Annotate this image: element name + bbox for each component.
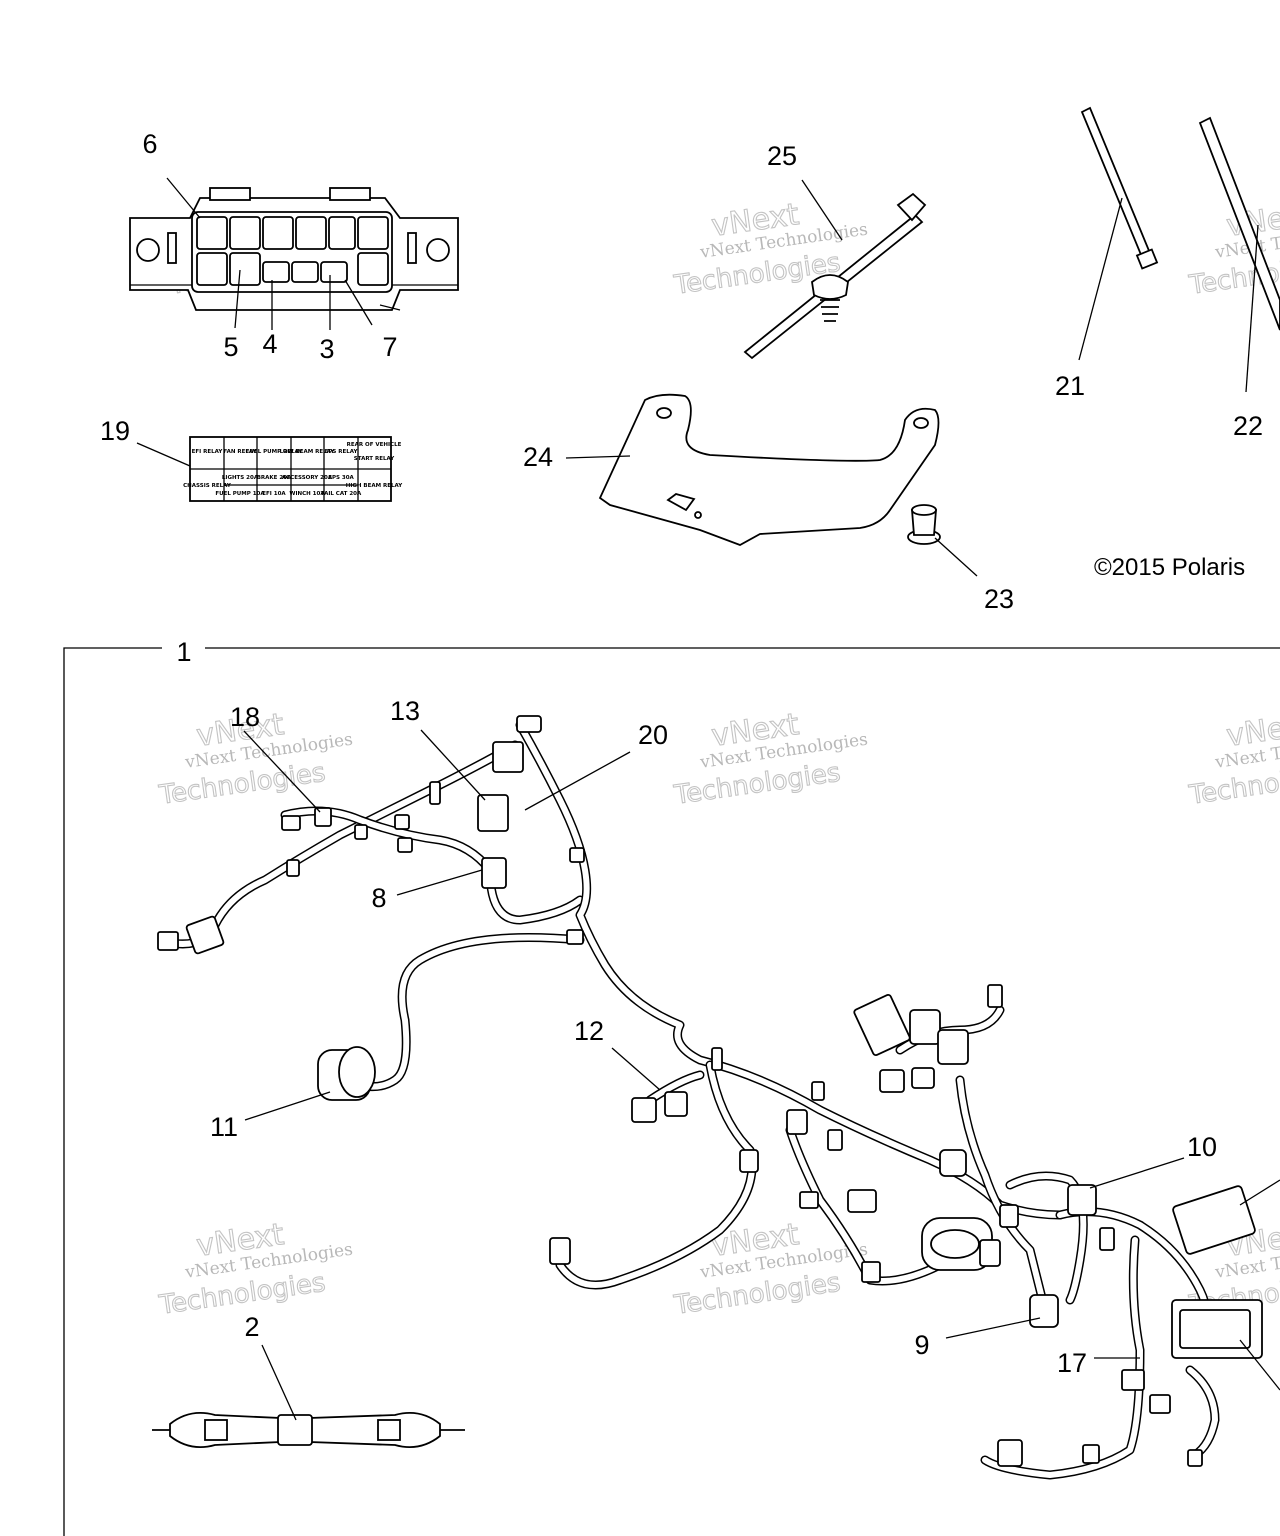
callout-5: 5 [223,332,238,362]
svg-text:BRAKE 20A: BRAKE 20A [257,475,292,481]
svg-text:EFI 10A: EFI 10A [262,491,286,497]
harness-connectors [157,715,1263,1467]
svg-text:Technologies: Technologies [672,758,843,811]
callout-9: 9 [914,1330,929,1360]
assembly-frame [63,647,1280,1536]
watermark: vNext vNext Technologies Technologies [671,197,869,302]
cable-tie-long-2 [1198,116,1280,331]
svg-text:WINCH 10A: WINCH 10A [289,491,325,497]
callout-25: 25 [767,141,797,171]
callout-23: 23 [984,584,1014,614]
svg-text:Technologies: Technologies [672,1268,843,1321]
callout-12: 12 [574,1016,604,1046]
callout-21: 21 [1055,371,1085,401]
callout-19: 19 [100,416,130,446]
callout-7: 7 [382,332,397,362]
leader-lines [136,177,1280,1421]
watermark: vNext vNext Technologies Technologies [1186,707,1280,812]
push-rivet [907,504,941,545]
svg-text:Technologies: Technologies [157,758,328,811]
svg-text:LOW BEAM RELAY: LOW BEAM RELAY [280,449,336,455]
svg-text:HIGH BEAM RELAY: HIGH BEAM RELAY [346,483,404,489]
watermark: vNext vNext Technologies Technologies [156,1217,354,1322]
callout-22: 22 [1233,411,1263,441]
svg-text:EPS RELAY: EPS RELAY [325,449,359,455]
svg-text:CHASSIS RELAY: CHASSIS RELAY [183,483,232,489]
copyright-text: ©2015 Polaris [1094,554,1245,581]
svg-text:REAR OF VEHICLE: REAR OF VEHICLE [347,442,402,448]
svg-text:FUEL PUMP RELAY: FUEL PUMP RELAY [246,449,304,455]
callout-20: 20 [638,720,668,750]
callout-11: 11 [210,1112,238,1142]
callout-10: 10 [1187,1132,1217,1162]
svg-text:FUEL PUMP 10A: FUEL PUMP 10A [215,491,265,497]
cable-tie-push-mount [743,192,927,360]
svg-text:TAIL CAT 20A: TAIL CAT 20A [321,491,362,497]
callout-numbers: 6 5 4 3 7 19 25 21 22 24 23 1 18 13 20 8… [100,129,1263,1378]
callout-18: 18 [230,702,260,732]
svg-text:EFI RELAY: EFI RELAY [192,449,224,455]
callout-6: 6 [142,129,157,159]
svg-text:ACCESSORY 20A: ACCESSORY 20A [282,475,333,481]
callout-13: 13 [390,696,420,726]
relay-label-decal: EFI RELAY FAN RELAY FUEL PUMP RELAY LOW … [183,436,404,502]
callout-17: 17 [1057,1348,1087,1378]
callout-1: 1 [176,637,191,667]
callout-24: 24 [523,442,553,472]
relay-fuse-box [129,187,459,311]
svg-text:Technologies: Technologies [157,1268,328,1321]
callout-8: 8 [371,883,386,913]
callout-3: 3 [319,334,334,364]
watermark: vNext vNext Technologies Technologies [671,707,869,812]
svg-text:FAN RELAY: FAN RELAY [223,449,257,455]
inline-fuse-holder [152,1412,465,1448]
svg-text:START RELAY: START RELAY [354,456,395,462]
mounting-bracket [598,393,940,546]
callout-4: 4 [262,329,277,359]
callout-2: 2 [244,1312,259,1342]
svg-text:LIGHTS 20A: LIGHTS 20A [222,475,259,481]
svg-text:EPS 30A: EPS 30A [328,475,354,481]
cable-tie-long [1080,106,1159,270]
